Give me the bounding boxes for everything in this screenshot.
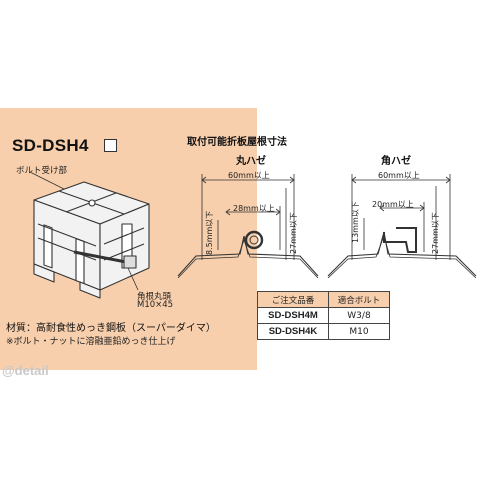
order-code-cell: SD-DSH4M	[257, 307, 329, 324]
bolt-cell: M10	[327, 323, 391, 340]
table-row: SD-DSH4M W3/8	[257, 307, 391, 324]
round-inner-label: 28mm以上	[233, 204, 275, 213]
square-inner-label: 20mm以上	[372, 200, 414, 209]
header-bolt: 適合ボルト	[327, 291, 391, 308]
square-height-right-label: 27mm以下	[431, 212, 440, 254]
round-width-label: 60mm以上	[228, 171, 270, 180]
table-header-row: ご注文品番 適合ボルト	[257, 291, 391, 308]
bolt-cell: W3/8	[327, 307, 391, 324]
round-height-left-label: 8.5mm以下	[205, 210, 214, 255]
model-suffix-box	[104, 139, 117, 152]
square-seam-drawing	[327, 174, 477, 278]
square-height-left-label: 13mm以下	[351, 201, 360, 243]
square-width-label: 60mm以上	[378, 171, 420, 180]
round-seam-drawing	[177, 174, 319, 278]
model-title: SD-DSH4	[12, 136, 89, 155]
bolt-spec-line2: M10×45	[137, 300, 174, 310]
round-seam-title: 丸ハゼ	[236, 156, 266, 167]
square-seam-title: 角ハゼ	[381, 156, 411, 167]
bracket-illustration	[29, 172, 150, 299]
order-code-cell: SD-DSH4K	[257, 323, 329, 340]
watermark-logo: @detail	[2, 363, 49, 378]
header-order-code: ご注文品番	[257, 291, 329, 308]
plating-note: ※ボルト・ナットに溶融亜鉛めっき仕上げ	[6, 337, 176, 347]
dimensions-title: 取付可能折板屋根寸法	[187, 137, 287, 148]
bolt-spec-line1: 角根丸頭	[137, 292, 172, 302]
material-text: 材質：高耐食性めっき鋼板（スーパーダイマ）	[6, 323, 216, 334]
order-table: ご注文品番 適合ボルト SD-DSH4M W3/8 SD-DSH4K M10	[257, 291, 391, 340]
table-row: SD-DSH4K M10	[257, 323, 391, 340]
bolt-receiver-label: ボルト受け部	[16, 166, 68, 176]
round-height-right-label: 27mm以下	[289, 212, 298, 254]
